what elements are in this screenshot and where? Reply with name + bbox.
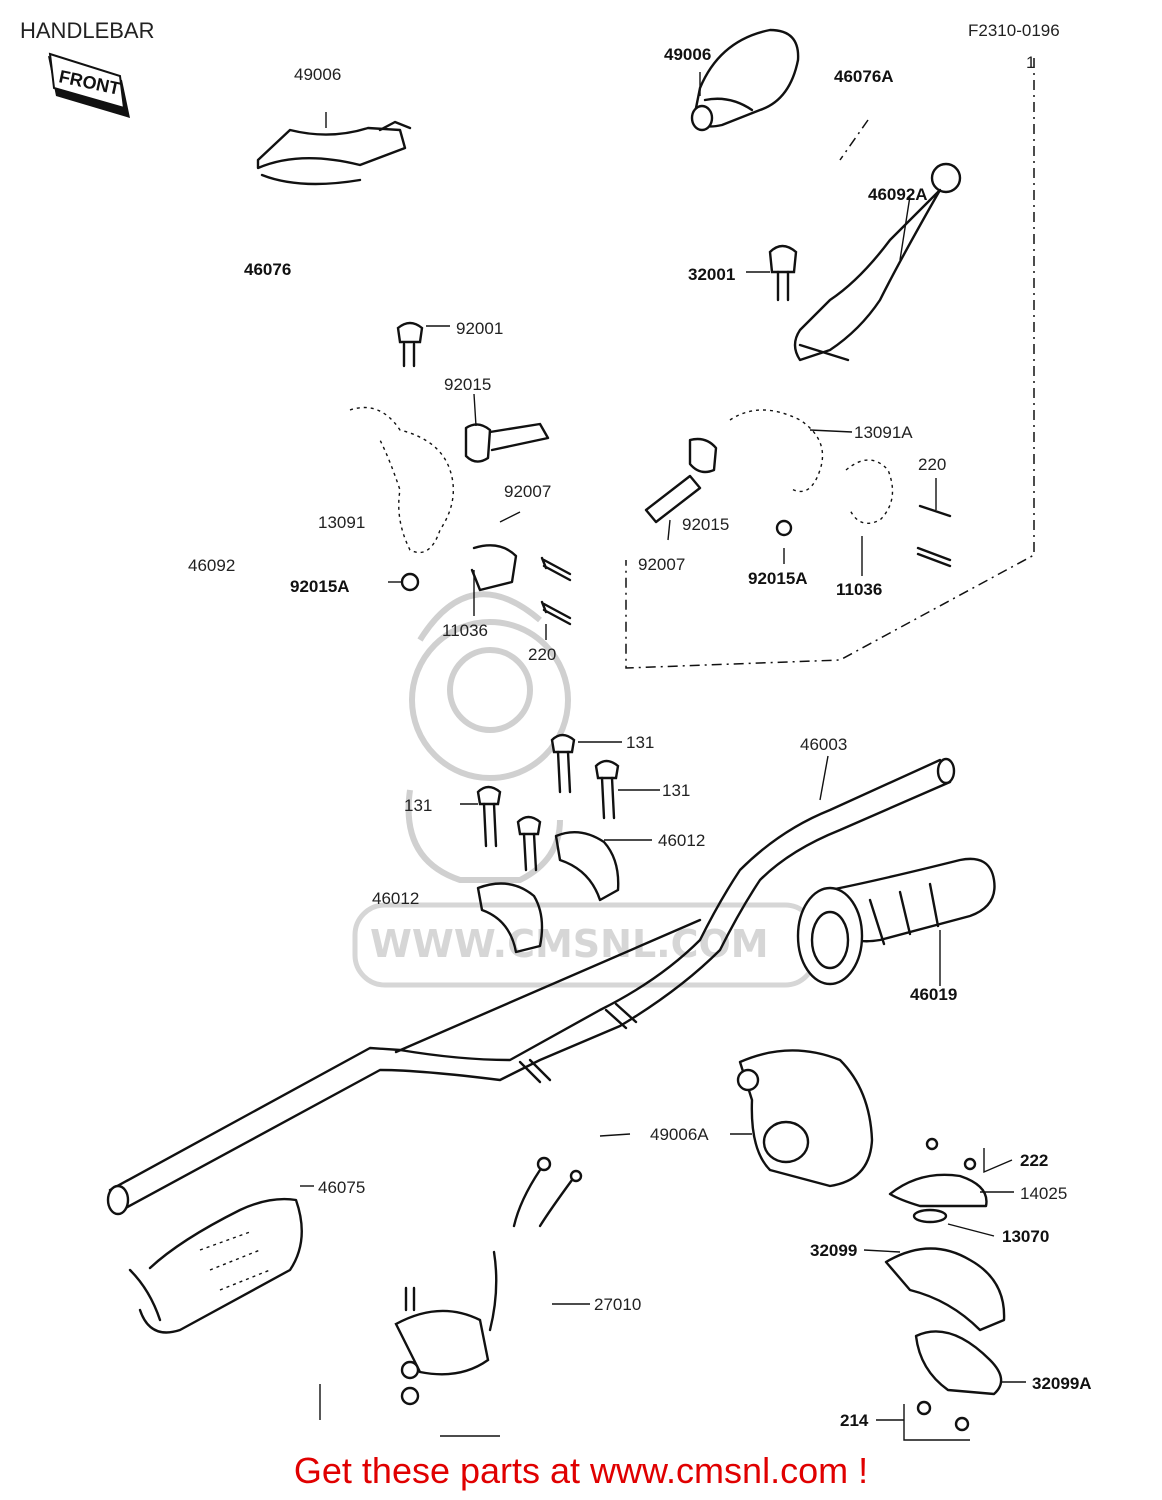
label-46076: 46076 (244, 260, 291, 279)
label-92015-left: 92015 (444, 375, 491, 394)
label-222: 222 (1020, 1151, 1048, 1170)
label-49006-right: 49006 (664, 45, 711, 64)
label-13070: 13070 (1002, 1227, 1049, 1246)
label-13091A: 13091A (854, 423, 913, 442)
left-grip-46075 (128, 1197, 303, 1334)
pivot-bolt-32001 (768, 244, 798, 302)
label-46075: 46075 (318, 1178, 365, 1197)
label-214: 214 (840, 1411, 869, 1430)
label-27010: 27010 (594, 1295, 641, 1314)
bolts-220-left (540, 556, 572, 626)
label-92007-left: 92007 (504, 482, 551, 501)
label-92001: 92001 (456, 319, 503, 338)
throttle-cable-parts (884, 1137, 1006, 1432)
label-11036-left: 11036 (442, 621, 488, 640)
label-92015-right: 92015 (682, 515, 729, 534)
label-46003: 46003 (800, 735, 847, 754)
label-49006-left: 49006 (294, 65, 341, 84)
throttle-grip-46019 (796, 857, 996, 986)
lever-holder-left (349, 406, 550, 592)
figure-code: F2310-0196 (968, 21, 1060, 40)
leader-lines (300, 72, 1026, 1441)
handlebar-clamps (476, 830, 620, 954)
lever-holder-right (644, 409, 952, 568)
label-131-left: 131 (404, 796, 432, 815)
label-131-top: 131 (626, 733, 654, 752)
label-46012-right: 46012 (658, 831, 705, 850)
switch-27010 (394, 1156, 583, 1406)
label-92015A-left: 92015A (290, 577, 350, 596)
throttle-housing-49006A (736, 1049, 874, 1188)
label-11036-right: 11036 (836, 580, 882, 599)
label-220-right: 220 (918, 455, 946, 474)
lever-cover-left (256, 120, 412, 186)
label-92015A-right: 92015A (748, 569, 808, 588)
watermark-text: WWW.CMSNL.COM (370, 922, 769, 966)
label-49006A: 49006A (650, 1125, 709, 1144)
label-46012-left: 46012 (372, 889, 419, 908)
label-46092A: 46092A (868, 185, 928, 204)
assembly-bracket-right (625, 58, 1035, 669)
front-marker: FRONT (48, 52, 130, 118)
handlebar-46003 (106, 757, 956, 1216)
label-32001: 32001 (688, 265, 735, 284)
label-46019: 46019 (910, 985, 957, 1004)
clutch-lever (793, 162, 962, 362)
label-46092: 46092 (188, 556, 235, 575)
label-32099A: 32099A (1032, 1374, 1092, 1393)
label-14025: 14025 (1020, 1184, 1067, 1203)
watermark: WWW.CMSNL.COM (352, 591, 818, 988)
bolts-131 (476, 733, 620, 872)
bolt-92001 (396, 321, 424, 368)
label-92007-right: 92007 (638, 555, 685, 574)
label-131-right: 131 (662, 781, 690, 800)
label-32099: 32099 (810, 1241, 857, 1260)
label-13091: 13091 (318, 513, 365, 532)
label-46076A: 46076A (834, 67, 894, 86)
label-1: 1 (1026, 53, 1035, 72)
diagram-title: HANDLEBAR (20, 18, 154, 43)
leader-46076A (839, 119, 869, 161)
label-220-left: 220 (528, 645, 556, 664)
lever-cover-right (690, 28, 800, 132)
footer-link-text[interactable]: Get these parts at www.cmsnl.com ! (293, 1450, 869, 1491)
